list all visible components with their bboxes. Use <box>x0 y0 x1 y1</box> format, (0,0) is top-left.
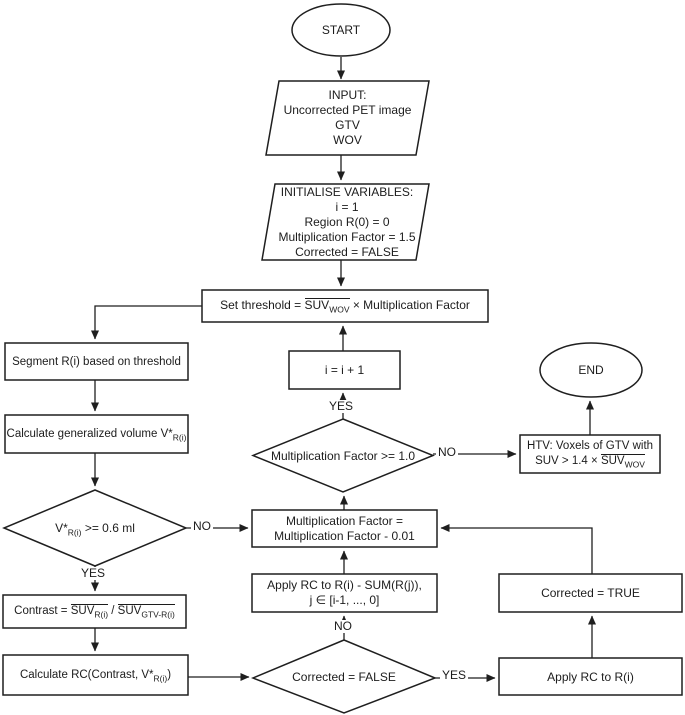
process-corrected-true: Corrected = TRUE <box>499 574 682 612</box>
initialise-line: INITIALISE VARIABLES: <box>280 184 414 199</box>
process-apply-rc: Apply RC to R(i) <box>499 658 682 695</box>
increment-label: i = i + 1 <box>324 363 365 377</box>
process-apply-rc-sum: Apply RC to R(i) - SUM(R(j)), j ∈ [i-1, … <box>252 574 437 612</box>
io-initialise-shape <box>261 183 430 261</box>
decision-volume: V*R(i) >= 0.6 ml <box>10 490 180 566</box>
initialise-line: Region R(0) = 0 <box>304 214 390 229</box>
decision-mult-factor-shape <box>251 418 435 493</box>
edge-threshold-to-segment <box>91 305 202 340</box>
terminator-end-shape <box>539 342 643 398</box>
io-input: INPUT: Uncorrected PET image GTV WOV <box>266 83 429 153</box>
corrected-true-label: Corrected = TRUE <box>541 586 640 600</box>
terminator-start: START <box>292 4 390 56</box>
process-htv: HTV: Voxels of GTV with SUV > 1.4 × SUVW… <box>520 435 660 473</box>
calc-rc-label: Calculate RC(Contrast, V*R(i)) <box>19 669 172 684</box>
io-input-shape <box>265 80 430 156</box>
mult-update-line2: Multiplication Factor - 0.01 <box>274 528 415 543</box>
process-segment-shape <box>4 342 189 381</box>
process-increment: i = i + 1 <box>289 351 400 389</box>
edge-corrected-true-to-mult-update <box>440 524 593 574</box>
terminator-end: END <box>540 344 642 396</box>
apply-rc-sum-line2: j ∈ [i-1, ..., 0] <box>309 593 380 607</box>
process-set-threshold: Set threshold = SUVWOV × Multiplication … <box>202 289 488 321</box>
process-apply-rc-shape <box>498 657 683 696</box>
apply-rc-sum-line1: Apply RC to R(i) - SUM(R(j)), <box>267 578 422 592</box>
edge-label-corrected-no: NO <box>332 619 354 633</box>
edge-label-volume-yes: YES <box>79 566 108 580</box>
input-line: GTV <box>335 118 360 132</box>
contrast-formula: Contrast = SUVR(i) / SUVGTV-R(i) <box>14 604 175 620</box>
corrected-decision-label: Corrected = FALSE <box>292 669 396 684</box>
initialise-line: Corrected = FALSE <box>295 244 399 259</box>
io-initialise: INITIALISE VARIABLES: i = 1 Region R(0) … <box>262 185 432 259</box>
terminator-start-shape <box>291 3 391 57</box>
suv-ri-overline: SUVR(i) <box>70 604 109 620</box>
edge-label-corrected-yes: YES <box>440 668 469 682</box>
input-line: WOV <box>333 133 362 147</box>
htv-line2: SUV > 1.4 × SUVWOV <box>535 454 645 470</box>
segment-label: Segment R(i) based on threshold <box>12 355 181 368</box>
process-calc-volume: Calculate generalized volume V*R(i) <box>5 415 188 453</box>
htv-line1: HTV: Voxels of GTV with <box>526 440 654 452</box>
suv-wov-overline: SUVWOV <box>600 454 645 470</box>
process-mult-update: Multiplication Factor = Multiplication F… <box>252 510 437 547</box>
process-calc-rc: Calculate RC(Contrast, V*R(i)) <box>3 655 188 695</box>
input-line: Uncorrected PET image <box>283 103 412 117</box>
edge-label-volume-no: NO <box>191 519 213 533</box>
process-corrected-true-shape <box>498 573 683 613</box>
process-calc-volume-shape <box>4 414 189 454</box>
process-segment: Segment R(i) based on threshold <box>5 343 188 380</box>
mult-update-line1: Multiplication Factor = <box>285 513 404 528</box>
input-line: INPUT: <box>328 88 367 102</box>
process-contrast: Contrast = SUVR(i) / SUVGTV-R(i) <box>3 594 186 628</box>
edge-label-mult-no: NO <box>436 445 458 459</box>
calc-volume-label: Calculate generalized volume V*R(i) <box>6 428 187 443</box>
mult-decision-label: Multiplication Factor >= 1.0 <box>270 448 416 463</box>
decision-mult-factor: Multiplication Factor >= 1.0 <box>253 419 433 492</box>
apply-rc-label: Apply RC to R(i) <box>547 669 634 684</box>
edge-label-mult-yes: YES <box>327 399 356 413</box>
suv-gtv-ri-overline: SUVGTV-R(i) <box>117 604 175 620</box>
volume-decision-label: V*R(i) >= 0.6 ml <box>55 521 135 538</box>
initialise-line: i = 1 <box>335 199 359 214</box>
set-threshold-formula: Set threshold = SUVWOV × Multiplication … <box>220 298 470 315</box>
start-label: START <box>321 23 361 37</box>
process-increment-shape <box>288 350 401 390</box>
process-calc-rc-shape <box>2 654 189 696</box>
decision-corrected-shape <box>250 639 438 714</box>
suv-wov-overline: SUVWOV <box>304 298 350 315</box>
decision-corrected: Corrected = FALSE <box>270 640 418 713</box>
initialise-line: Multiplication Factor = 1.5 <box>278 229 416 244</box>
end-label: END <box>578 363 604 377</box>
